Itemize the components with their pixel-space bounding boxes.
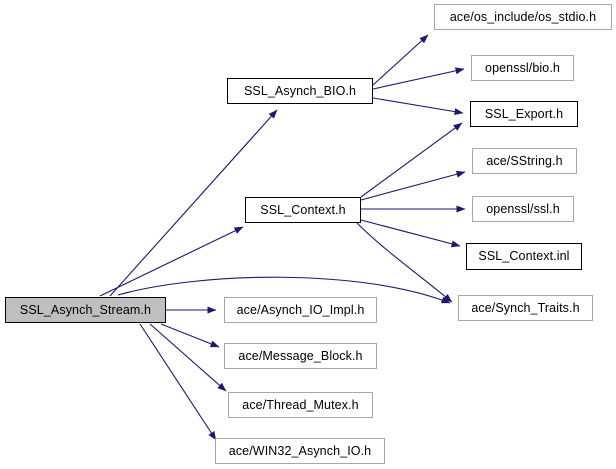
edge-ssl_asynch_stream-to-thread_mutex (149, 323, 227, 392)
edge-ssl_asynch_stream-to-message_block (160, 323, 220, 348)
edge-ssl_context-to-ssl_export (360, 122, 463, 198)
node-openssl_bio[interactable]: openssl/bio.h (471, 55, 574, 81)
node-ssl_export[interactable]: SSL_Export.h (470, 101, 578, 127)
node-label: ace/os_include/os_stdio.h (449, 9, 597, 24)
node-label: SSL_Export.h (484, 106, 564, 121)
node-label: ace/SString.h (486, 153, 563, 168)
edge-ssl_context-to-ace_synch_traits (356, 222, 453, 303)
edge-ssl_asynch_bio-to-os_stdio (372, 34, 429, 86)
node-openssl_ssl[interactable]: openssl/ssl.h (472, 196, 574, 222)
edge-ssl_asynch_stream-to-ssl_context (99, 226, 244, 297)
node-label: ace/Thread_Mutex.h (242, 397, 359, 412)
node-label: SSL_Context.h (260, 202, 346, 217)
edge-ssl_asynch_bio-to-openssl_bio (372, 67, 465, 90)
node-ssl_context[interactable]: SSL_Context.h (245, 197, 361, 223)
node-ssl_asynch_bio[interactable]: SSL_Asynch_BIO.h (227, 78, 373, 104)
edge-ssl_asynch_bio-to-ssl_export (372, 97, 464, 116)
edge-ssl_context-to-ace_sstring (360, 170, 466, 201)
node-ssl_asynch_stream[interactable]: SSL_Asynch_Stream.h (5, 297, 166, 323)
node-win32_asynch_io[interactable]: ace/WIN32_Asynch_IO.h (215, 438, 385, 464)
edge-ssl_asynch_stream-to-ace_synch_traits (117, 276, 451, 304)
node-label: SSL_Asynch_BIO.h (243, 83, 357, 98)
node-label: ace/Message_Block.h (238, 348, 363, 363)
node-ace_synch_traits[interactable]: ace/Synch_Traits.h (458, 295, 593, 321)
node-os_stdio[interactable]: ace/os_include/os_stdio.h (434, 4, 612, 30)
edge-ssl_asynch_stream-to-ssl_asynch_bio (109, 109, 278, 297)
node-label: SSL_Asynch_Stream.h (19, 302, 152, 317)
node-ssl_context_inl[interactable]: SSL_Context.inl (466, 243, 582, 270)
node-asynch_io_impl[interactable]: ace/Asynch_IO_Impl.h (224, 297, 377, 323)
node-label: openssl/bio.h (485, 60, 560, 75)
edge-paths (99, 34, 466, 441)
node-message_block[interactable]: ace/Message_Block.h (224, 343, 377, 369)
node-label: SSL_Context.inl (478, 249, 570, 264)
node-label: openssl/ssl.h (486, 201, 560, 216)
node-label: ace/Synch_Traits.h (471, 300, 580, 315)
edge-ssl_context-to-ssl_context_inl (360, 219, 461, 248)
node-label: ace/Asynch_IO_Impl.h (236, 302, 365, 317)
node-thread_mutex[interactable]: ace/Thread_Mutex.h (228, 392, 373, 418)
node-label: ace/WIN32_Asynch_IO.h (228, 443, 372, 458)
node-ace_sstring[interactable]: ace/SString.h (472, 148, 577, 174)
edge-ssl_asynch_stream-to-win32_asynch_io (139, 323, 217, 441)
